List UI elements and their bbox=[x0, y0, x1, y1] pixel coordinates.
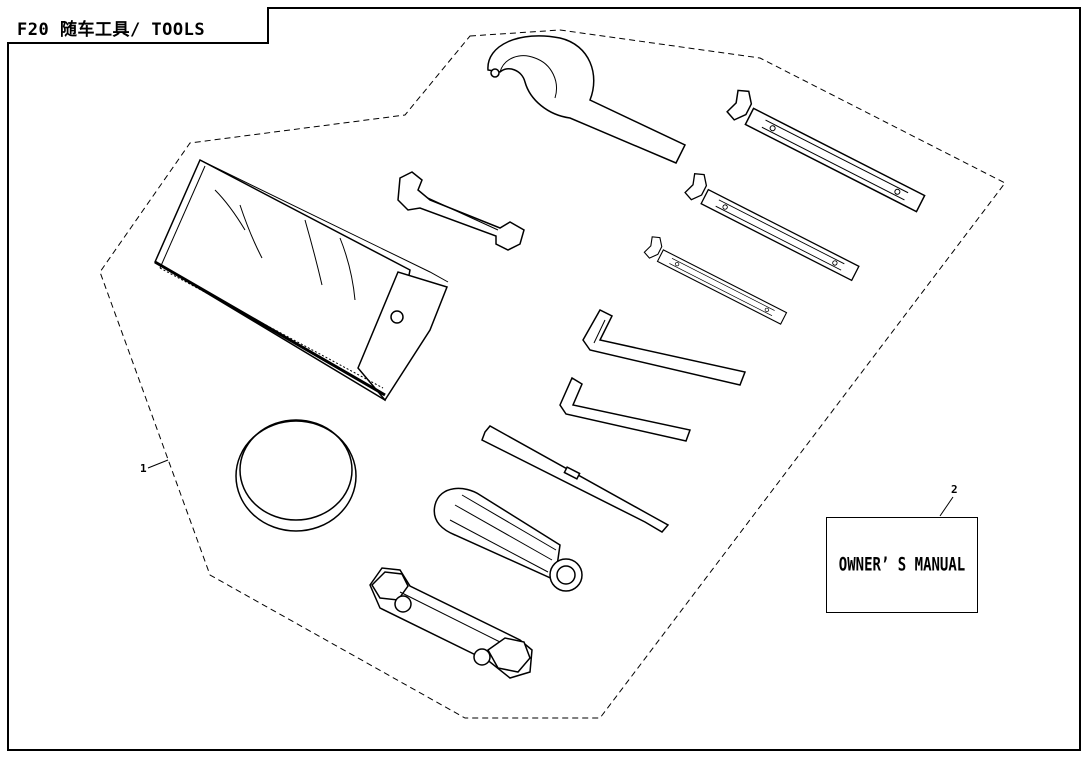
kit-outline bbox=[99, 29, 1006, 719]
rubber-band-icon bbox=[235, 419, 357, 532]
double-open-wrench-small-icon bbox=[642, 233, 792, 326]
title-box: F20 随车工具/ TOOLS bbox=[7, 7, 269, 44]
tool-bag-icon bbox=[154, 158, 449, 402]
callout-1-number: 1 bbox=[140, 462, 147, 475]
callout-2-number: 2 bbox=[951, 483, 958, 496]
spark-plug-socket-icon bbox=[369, 567, 533, 679]
owners-manual-box: OWNER’ S MANUAL bbox=[826, 517, 978, 613]
screwdriver-handle-icon bbox=[433, 487, 583, 592]
double-open-wrench-large-icon bbox=[724, 86, 932, 214]
double-open-wrench-medium-icon bbox=[682, 169, 865, 282]
owners-manual-label: OWNER’ S MANUAL bbox=[838, 554, 966, 576]
hex-key-large-icon bbox=[582, 309, 747, 386]
screwdriver-bit-icon bbox=[481, 425, 670, 533]
drawing-frame bbox=[7, 7, 1081, 751]
page-title: F20 随车工具/ TOOLS bbox=[17, 20, 206, 40]
hook-wrench-icon bbox=[487, 35, 687, 164]
open-end-wrench-icon bbox=[397, 171, 525, 251]
hex-key-small-icon bbox=[559, 376, 691, 442]
